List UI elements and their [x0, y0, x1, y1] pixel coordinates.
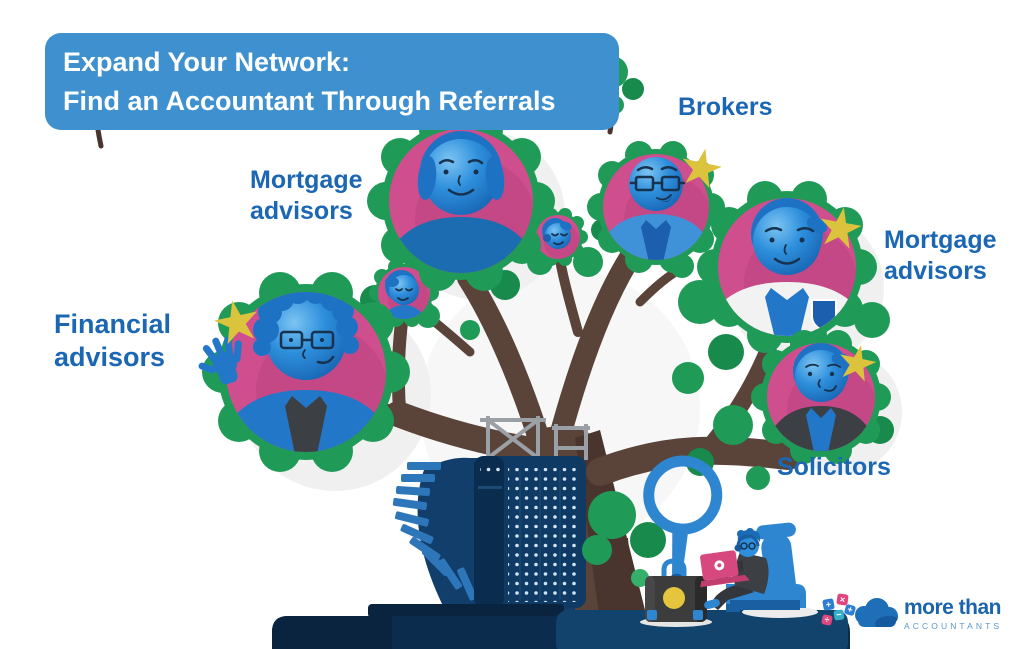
logo-brand-text: more than — [904, 596, 1002, 619]
morethan-accountants-logo: + × − ÷ + more than ACCOUNTANTS — [820, 592, 1002, 636]
data-panel — [474, 456, 586, 608]
financial-advisor-avatar — [198, 272, 410, 472]
cloud-icon — [855, 598, 898, 627]
title-line-2: Find an Accountant Through Referrals — [63, 85, 556, 116]
label-brokers: Brokers — [678, 93, 773, 121]
waving-hand — [198, 336, 242, 385]
svg-text:+: + — [846, 604, 854, 615]
title-line-1: Expand Your Network: — [63, 47, 351, 78]
small-avatar-right — [528, 208, 588, 266]
svg-text:−: − — [836, 609, 843, 620]
briefcase-icon — [640, 558, 712, 627]
math-tile-icons: + × − ÷ + — [821, 593, 856, 626]
scaffold — [480, 416, 590, 460]
svg-text:×: × — [839, 594, 846, 605]
broker-avatar — [587, 141, 725, 273]
label-financial-advisors: Financial advisors — [54, 309, 172, 372]
svg-text:+: + — [825, 599, 832, 610]
mortgage-advisor-top-avatar — [367, 111, 555, 291]
mortgage-advisor-right-avatar — [697, 181, 877, 353]
solicitor-avatar — [751, 330, 891, 464]
label-mortgage-advisors-left: Mortgage advisors — [250, 166, 363, 225]
title-banner: Expand Your Network: Find an Accountant … — [45, 33, 619, 130]
label-mortgage-advisors-right: Mortgage advisors — [884, 226, 997, 285]
cloud-logo-icon: + × − ÷ + — [821, 593, 898, 627]
svg-text:÷: ÷ — [824, 614, 831, 625]
label-solicitors: Solicitors — [777, 453, 891, 481]
bush-tree — [582, 491, 666, 590]
person-on-laptop — [700, 522, 818, 618]
logo-subtitle-text: ACCOUNTANTS — [904, 621, 1003, 631]
